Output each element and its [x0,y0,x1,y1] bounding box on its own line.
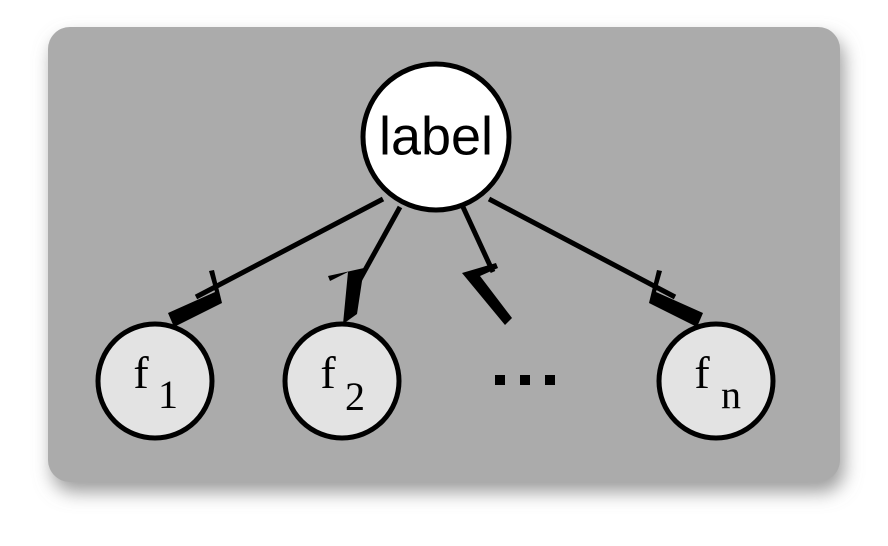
ellipsis-dot-3 [545,375,555,385]
edge-label-to-f2 [328,205,403,324]
node-leaf-f2[interactable]: f 2 [282,321,402,441]
leaf-node-circle-fn[interactable] [656,321,776,441]
edge-label-to-ellipsis [460,205,512,325]
leaf-node-label-f2-base: f [320,347,336,398]
leaf-node-label-f2-subscript: 2 [345,374,365,419]
arrow-head-fn [649,270,703,327]
leaf-node-circle-f1[interactable] [95,321,215,441]
diagram-panel [48,27,840,482]
edge-line-fn [487,196,677,300]
leaf-node-label-fn-base: f [694,347,710,398]
leaf-node-circle-f2[interactable] [282,321,402,441]
root-node-label: label [379,106,493,166]
edge-line-f1 [194,196,385,300]
edge-label-to-f1 [168,196,385,327]
ellipsis-dot-1 [495,375,505,385]
leaf-node-label-f1-subscript: 1 [158,372,178,417]
arrow-head-f2 [328,268,364,324]
edge-line-ellipsis [460,205,496,274]
leaf-node-label-f1-base: f [133,347,149,398]
leaf-node-label-fn-subscript: n [721,372,741,417]
edge-label-to-fn [487,196,703,327]
node-root-label[interactable]: label [360,61,512,213]
node-leaf-f1[interactable]: f 1 [95,321,215,441]
ellipsis-dot-2 [520,375,530,385]
ellipsis-marker [495,375,555,385]
arrow-head-f1 [168,270,222,327]
arrow-head-ellipsis [462,263,512,325]
root-node-circle[interactable] [360,61,512,213]
node-leaf-fn[interactable]: f n [656,321,776,441]
edge-line-f2 [356,205,403,283]
